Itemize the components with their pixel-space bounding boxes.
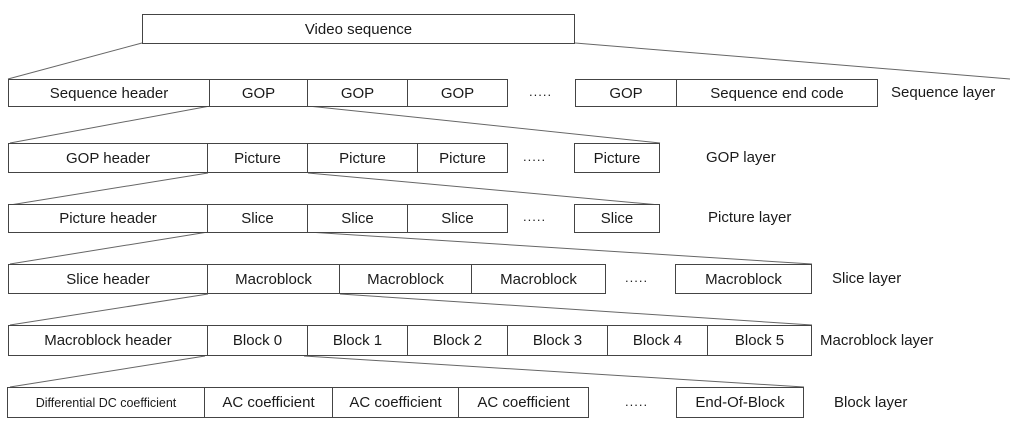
picture-header-cell: Picture header: [8, 204, 208, 233]
video-sequence-box: Video sequence: [142, 14, 575, 44]
picture-cell: Picture: [308, 143, 418, 173]
connector-line: [307, 105, 661, 144]
macroblock-cell: Macroblock: [675, 264, 812, 294]
slice-cell: Slice: [574, 204, 660, 233]
macroblock-cell: Macroblock: [208, 264, 340, 294]
connector-line: [9, 172, 209, 206]
macroblock-cell: Macroblock: [472, 264, 606, 294]
connector-line: [9, 231, 209, 265]
slice-cell: Slice: [208, 204, 308, 233]
picture-cell: Picture: [574, 143, 660, 173]
block-cell: Block 1: [308, 325, 408, 356]
connector-line: [7, 42, 143, 80]
picture-cell: Picture: [208, 143, 308, 173]
block-cell: Block 3: [508, 325, 608, 356]
picture-layer-label: Picture layer: [708, 209, 792, 226]
slice-cell: Slice: [408, 204, 508, 233]
ellipsis: .....: [625, 394, 649, 409]
slice-layer-label: Slice layer: [832, 270, 902, 287]
sequence-layer-label: Sequence layer: [891, 84, 996, 101]
slice-cell: Slice: [308, 204, 408, 233]
block-cell: Block 4: [608, 325, 708, 356]
gop-cell: GOP: [575, 79, 677, 107]
gop-cell: GOP: [308, 79, 408, 107]
connector-line: [307, 231, 813, 265]
connector-line: [303, 355, 805, 388]
differential-dc-coefficient-cell: Differential DC coefficient: [7, 387, 205, 418]
picture-cell: Picture: [418, 143, 508, 173]
macroblock-header-cell: Macroblock header: [8, 325, 208, 356]
gop-header-cell: GOP header: [8, 143, 208, 173]
slice-header-cell: Slice header: [8, 264, 208, 294]
gop-cell: GOP: [210, 79, 308, 107]
ac-coefficient-cell: AC coefficient: [205, 387, 333, 418]
block-cell: Block 0: [208, 325, 308, 356]
block-cell: Block 5: [708, 325, 812, 356]
block-cell: Block 2: [408, 325, 508, 356]
sequence-header-cell: Sequence header: [8, 79, 210, 107]
connector-line: [574, 42, 1011, 80]
ellipsis: .....: [625, 270, 649, 285]
gop-cell: GOP: [408, 79, 508, 107]
block-layer-label: Block layer: [834, 394, 908, 411]
ellipsis: .....: [523, 149, 547, 164]
end-of-block-cell: End-Of-Block: [676, 387, 804, 418]
connector-line: [9, 293, 209, 326]
sequence-end-code-cell: Sequence end code: [677, 79, 878, 107]
ac-coefficient-cell: AC coefficient: [333, 387, 459, 418]
ellipsis: .....: [529, 84, 553, 99]
gop-layer-label: GOP layer: [706, 149, 776, 166]
connector-line: [339, 293, 813, 326]
macroblock-cell: Macroblock: [340, 264, 472, 294]
connector-line: [9, 355, 206, 388]
ac-coefficient-cell: AC coefficient: [459, 387, 589, 418]
connector-line: [307, 172, 661, 206]
ellipsis: .....: [523, 209, 547, 224]
connector-line: [9, 105, 211, 144]
macroblock-layer-label: Macroblock layer: [820, 332, 934, 349]
